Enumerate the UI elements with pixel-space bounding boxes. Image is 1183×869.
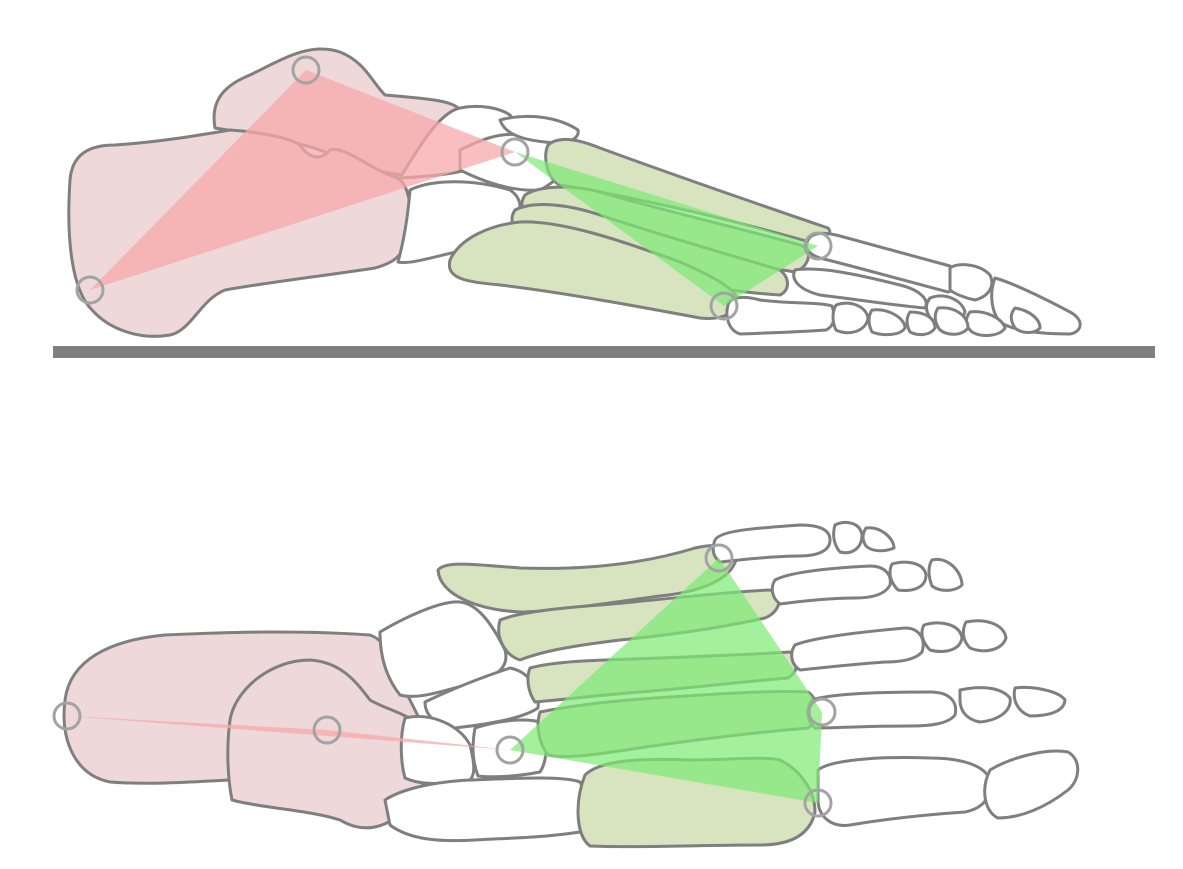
joint-marker-mtp4-plantar [807,697,837,727]
joint-marker-navicular-lateral [500,137,530,167]
lateral-view [53,47,1155,358]
phalanx-lateral-3f [1009,306,1042,334]
phalanx-plantar-2c [927,557,964,592]
phalanx-plantar-4b [958,686,1012,724]
phalanx-plantar-3a [790,626,925,672]
joint-marker-navicular-plantar [495,735,525,765]
joint-marker-calcaneus-lateral [75,275,105,305]
forefoot-triangle-plantar [510,558,822,803]
phalanx-lateral-3b [831,301,870,335]
plantar-view [52,521,1080,849]
joint-marker-talus-plantar [312,715,342,745]
phalanx-plantar-5a [816,756,992,827]
forefoot-triangle-lateral [515,152,818,306]
phalanx-plantar-1c [861,526,896,553]
joint-marker-talus-lateral [291,55,321,85]
joint-marker-mtp1-plantar [704,543,734,573]
ground-line [53,346,1155,358]
joint-marker-mtp5-lateral [709,291,739,321]
hindfoot-triangle-lateral [90,70,515,290]
phalanx-plantar-4c [1012,686,1067,718]
phalanx-plantar-2a [770,564,892,606]
phalanx-plantar-3c [961,619,1008,653]
joint-marker-mtp5-plantar [803,788,833,818]
navicular-plantar [378,600,508,698]
phalanx-plantar-1b [832,521,864,555]
phalanx-lateral-3a [725,295,836,336]
phalanx-lateral-3c [867,308,907,337]
phalanx-plantar-2b [888,560,928,592]
phalanx-lateral-3e [933,306,970,336]
joint-marker-mtp1-lateral [803,231,833,261]
hindfoot-triangle-plantar [67,716,510,750]
phalanx-plantar-5b [983,749,1080,820]
joint-marker-calcaneus-plantar [52,701,82,731]
phalanx-plantar-3b [920,621,964,653]
cuboid-plantar [383,776,589,843]
phalanx-lateral-1b [948,263,994,302]
phalanx-lateral-3d [905,310,937,337]
